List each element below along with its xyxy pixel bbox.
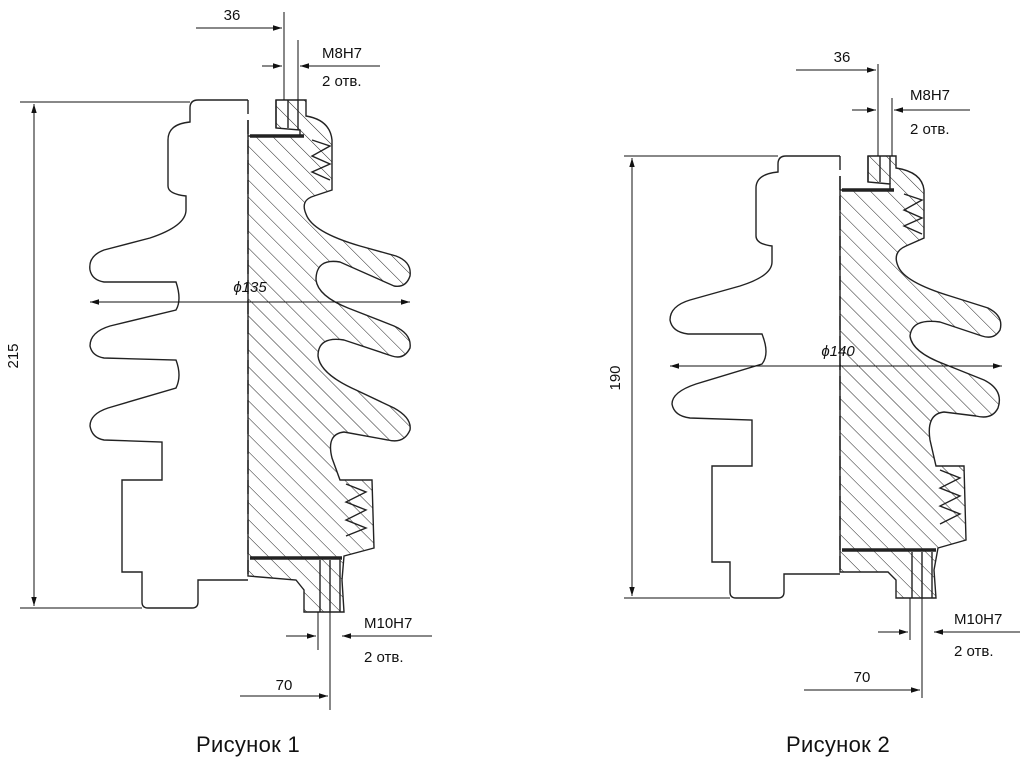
- figure-2-base-thread-right: [938, 469, 962, 525]
- figure-1-top-holes-label: 2 отв.: [322, 73, 362, 90]
- figure-1-top-offset-label: 36: [224, 7, 241, 24]
- figure-2-bottom-holes-label: 2 отв.: [954, 643, 994, 660]
- figure-1-outline-left: [89, 99, 248, 609]
- figure-1-caption: Рисунок 1: [196, 732, 301, 757]
- figure-2-top-offset-label: 36: [834, 49, 851, 66]
- figure-2-height-label: 190: [607, 365, 624, 390]
- figure-2-diameter-label: ϕ140: [821, 343, 855, 360]
- figure-1-diameter-label: ϕ135: [233, 279, 267, 296]
- figure-1-height-label: 215: [5, 343, 22, 368]
- figure-2-bottom-thread-label: M10H7: [954, 611, 1002, 628]
- figure-1-bottom-thread-lines: [319, 560, 341, 612]
- figure-2-top-holes-label: 2 отв.: [910, 121, 950, 138]
- figure-2-outline-left: [669, 155, 840, 599]
- figure-1-bottom-holes-label: 2 отв.: [364, 649, 404, 666]
- figure-1-bottom-offset-label: 70: [276, 677, 293, 694]
- figure-2-caption: Рисунок 2: [786, 732, 891, 757]
- figure-2-bottom-offset-label: 70: [854, 669, 871, 686]
- figure-2-section-right: [839, 155, 1002, 599]
- figure-1-insulator: [89, 99, 411, 613]
- figure-2-dimensions: [624, 64, 1020, 698]
- figure-1-top-thread-label: M8H7: [322, 45, 362, 62]
- figure-1-base-thread-right: [344, 483, 368, 537]
- figure-1-labels: 215 ϕ135 36 M8H7 2 отв. M10H7 2 отв. 70: [5, 7, 412, 694]
- figure-1-top-thread-lines: [275, 100, 299, 130]
- figure-2-bottom-thread-lines: [911, 552, 933, 598]
- figure-1-bottom-thread-label: M10H7: [364, 615, 412, 632]
- figure-2-top-thread-label: M8H7: [910, 87, 950, 104]
- figure-1-section-right: [247, 99, 411, 613]
- figure-2-top-thread-lines: [867, 156, 891, 184]
- figure-2-cap-thread-right: [902, 193, 924, 235]
- figure-1-dimensions: [20, 12, 432, 710]
- figure-2-insulator: [669, 155, 1002, 599]
- figure-1-cap-thread-right: [310, 139, 332, 181]
- figure-2-labels: 190 ϕ140 36 M8H7 2 отв. M10H7 2 отв. 70: [607, 49, 1002, 686]
